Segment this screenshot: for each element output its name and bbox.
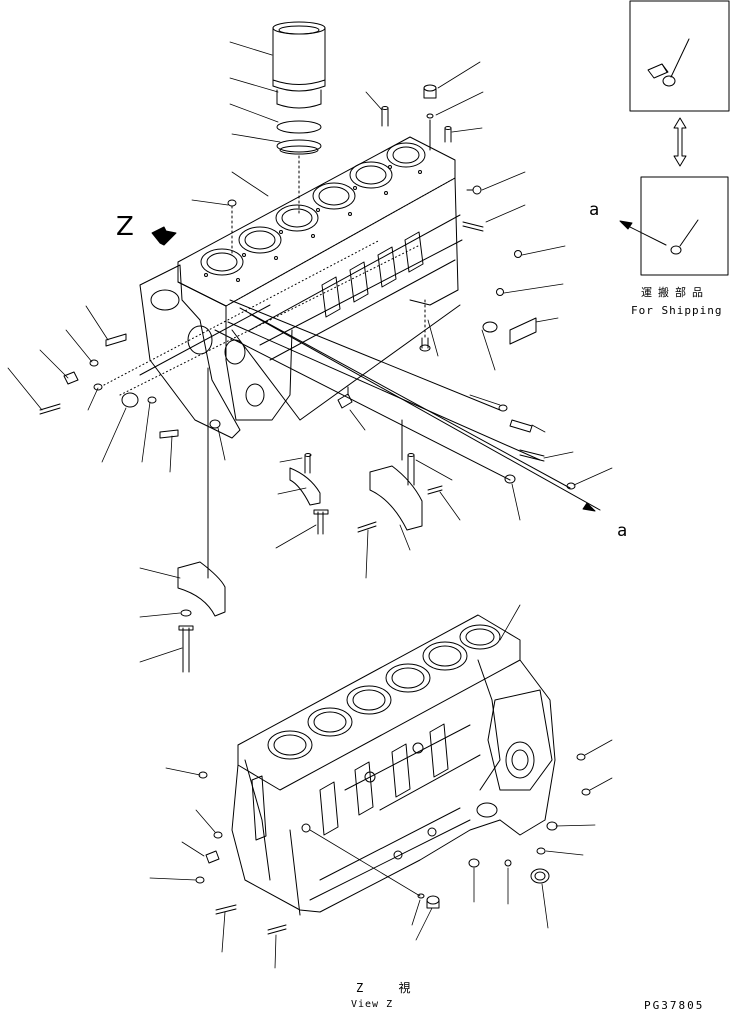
cylinder-block-lower <box>231 614 556 916</box>
left-bolts-plugs <box>39 199 421 579</box>
shipping-plug-icon <box>619 219 699 255</box>
name-plate <box>509 317 537 345</box>
shipping-label-jp: 運搬部品 <box>641 286 709 299</box>
arrow-to-a-icon <box>582 502 596 512</box>
lower-loose-parts <box>195 753 591 935</box>
callout-leaders-upper <box>7 41 613 663</box>
shipping-bolt-icon <box>647 38 690 87</box>
shipping-label-en: For Shipping <box>631 304 723 317</box>
shipping-detail-box-bottom <box>640 176 729 276</box>
ref-a-label-bottom: a <box>617 521 628 541</box>
top-dowels-plugs <box>381 84 537 352</box>
drawing-number: PG37805 <box>644 999 705 1012</box>
o-rings <box>276 120 322 155</box>
cylinder-bores <box>200 142 426 276</box>
main-bearing-caps <box>177 419 443 673</box>
lower-block-view-z <box>149 604 613 969</box>
cylinder-liner <box>272 21 326 109</box>
cylinder-block-upper <box>139 136 463 439</box>
upper-block-assembly <box>7 21 613 673</box>
leader-lines-through <box>214 299 601 512</box>
shipping-inset <box>619 0 730 276</box>
view-z-caption-jp: Z 視 <box>356 981 425 995</box>
right-bolts <box>337 386 576 490</box>
view-z-caption-en: View Z <box>351 999 394 1010</box>
double-arrow-icon <box>673 117 687 167</box>
callout-leaders-lower <box>149 604 613 969</box>
ref-a-label-top: a <box>589 200 600 220</box>
shipping-detail-box-top <box>629 0 730 112</box>
view-z-arrow-icon <box>151 226 177 246</box>
view-z-marker: Z <box>116 212 134 242</box>
